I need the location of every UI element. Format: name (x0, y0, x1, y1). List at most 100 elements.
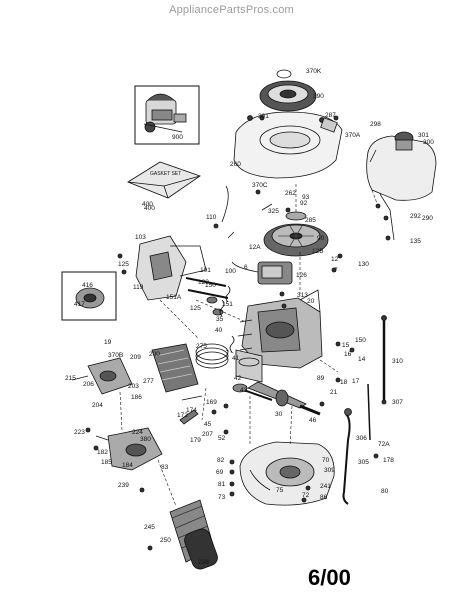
part-callout: 224 (132, 429, 143, 436)
part-callout: 120 (198, 279, 209, 286)
part-callout: 174 (186, 407, 197, 414)
part-callout: 203 (128, 383, 139, 390)
part-callout: 200 (149, 351, 160, 358)
part-callout: 313 (297, 292, 308, 299)
part-callout: 178 (383, 457, 394, 464)
part-callout: 151A (166, 294, 182, 301)
part-callout: 301 (418, 132, 429, 139)
part-callout: 83 (161, 464, 169, 471)
part-callout: 125 (118, 261, 129, 268)
part-callout: 52 (218, 435, 226, 442)
date-code: 6/00 (308, 565, 351, 590)
part-callout: 135 (410, 238, 421, 245)
part-callout: 73 (218, 494, 226, 501)
part-callout: 370C (252, 182, 268, 189)
part-callout: 89 (317, 375, 325, 382)
part-callout: 12 (331, 256, 339, 263)
part-callout: 300 (423, 139, 434, 146)
part-callout: 69 (216, 469, 224, 476)
part-callout: 172 (177, 412, 188, 419)
part-callout: 223 (74, 429, 85, 436)
flywheel (263, 223, 329, 257)
dipstick-tube (342, 383, 371, 505)
part-callout: 185 (101, 459, 112, 466)
part-callout: 306 (356, 435, 367, 442)
part-callout: 75 (276, 487, 284, 494)
part-callout: 17 (352, 378, 360, 385)
part-callout: 182 (97, 449, 108, 456)
part-callout: 179 (190, 437, 201, 444)
part-callout: 260 (230, 161, 241, 168)
part-callout: 103 (135, 234, 146, 241)
part-callout: 209 (130, 354, 141, 361)
valves (185, 277, 231, 317)
part-callout: 370A (345, 132, 361, 139)
part-callout: 309 (324, 467, 335, 474)
part-number-400: 400 (142, 201, 153, 208)
carburetor-top (71, 357, 133, 395)
part-callout: 81 (218, 481, 226, 488)
part-callout: 20 (307, 298, 315, 305)
sump-cover (239, 441, 335, 506)
crankshaft (247, 381, 321, 416)
part-callout: 80 (381, 488, 389, 495)
part-callout: 93 (302, 194, 310, 201)
part-callout: 14 (358, 356, 366, 363)
part-callout: 12A (249, 244, 261, 251)
part-callout: 86 (320, 494, 328, 501)
part-callout: 92 (300, 200, 308, 207)
fuel-tank (366, 131, 437, 201)
part-callout: 30 (275, 411, 283, 418)
part-number-900: 900 (172, 134, 183, 141)
part-callout: 40 (215, 327, 223, 334)
part-callout: 250 (160, 537, 171, 544)
gasket-set-label: GASKET SET (150, 171, 182, 177)
part-callout: 287 (325, 112, 336, 119)
part-callout: 261 (258, 113, 269, 120)
recoil-starter (259, 69, 317, 112)
part-callout: 72A (378, 441, 390, 448)
part-callout: 41 (232, 355, 240, 362)
piston-assembly (195, 343, 273, 401)
watermark: AppliancePartsPros.com (169, 4, 294, 16)
part-callout: 215 (65, 375, 76, 382)
part-callout: 417 (74, 301, 85, 308)
part-callout: 42 (234, 375, 242, 382)
part-callout: 370K (306, 68, 322, 75)
part-callout: 6 (244, 264, 248, 271)
fan-retainer (285, 211, 307, 221)
part-callout: 18 (340, 379, 348, 386)
part-callout: 35 (216, 316, 224, 323)
part-callout: 7 (334, 267, 338, 274)
part-callout: 82 (217, 457, 225, 464)
part-callout: 169 (206, 399, 217, 406)
part-callout: 390 (313, 93, 324, 100)
part-callout: 150 (355, 337, 366, 344)
detail-inset (61, 271, 117, 321)
part-callout: 43 (240, 387, 248, 394)
part-callout: 100 (225, 268, 236, 275)
part-callout: 45 (204, 421, 212, 428)
part-callout: 285 (305, 217, 316, 224)
part-callout: 277 (143, 378, 154, 385)
part-callout: 151 (222, 301, 233, 308)
carburetor-bottom (95, 427, 163, 471)
part-callout: 15 (342, 342, 350, 349)
part-callout: 307 (392, 399, 403, 406)
part-callout: 72 (302, 492, 310, 499)
part-callout: 275 (196, 343, 207, 350)
part-callout: 101 (200, 267, 211, 274)
part-callout: 238 (198, 559, 209, 566)
fasteners (85, 115, 391, 551)
part-callout: 126 (296, 272, 307, 279)
wiring (221, 185, 395, 241)
part-callout: 310 (392, 358, 403, 365)
air-filter (151, 343, 199, 393)
part-callout: 46 (309, 417, 317, 424)
part-callout: 245 (144, 524, 155, 531)
gasket-set-envelope (127, 161, 201, 199)
part-callout: 325 (268, 208, 279, 215)
part-callout: 298 (370, 121, 381, 128)
part-callout: 292 (410, 213, 421, 220)
